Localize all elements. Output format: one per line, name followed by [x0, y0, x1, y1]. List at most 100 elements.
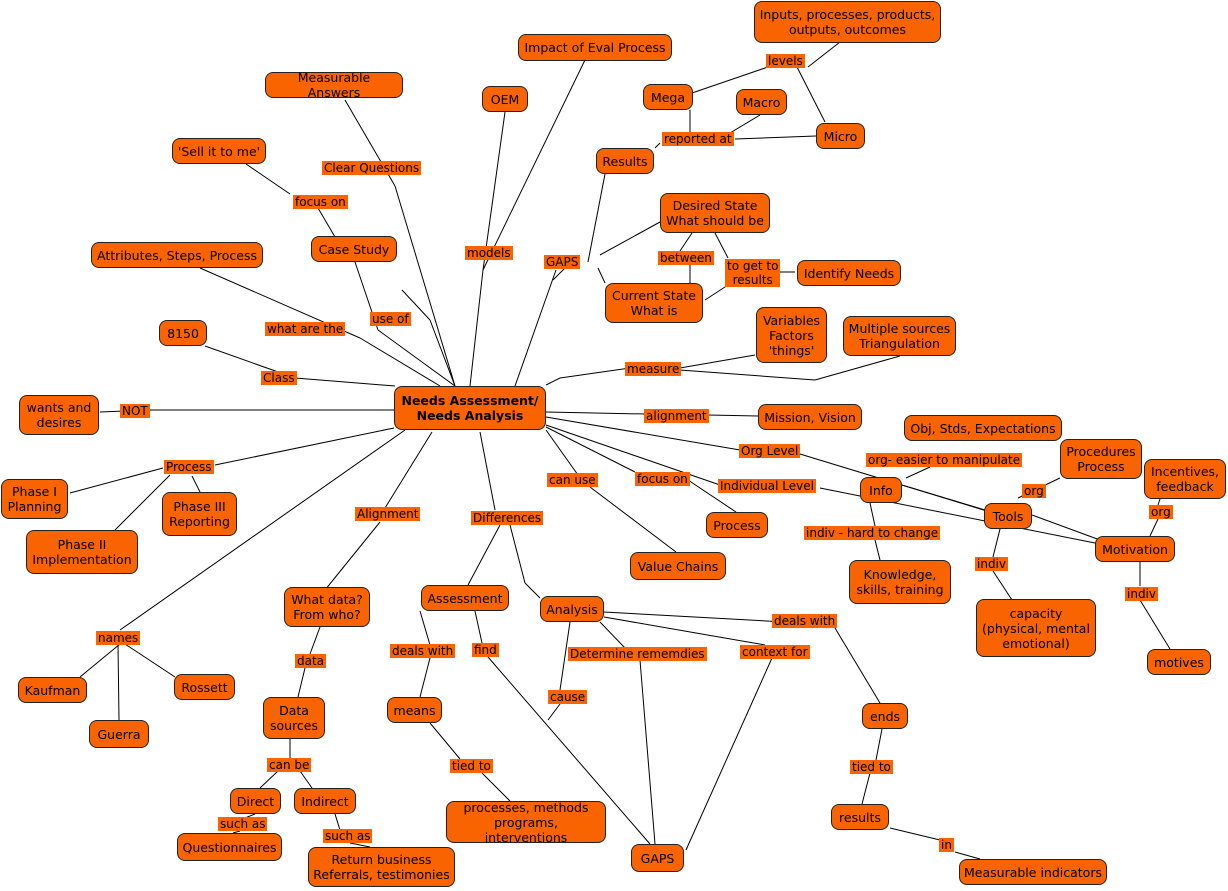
connector-line: [734, 135, 817, 140]
connector-line: [679, 369, 816, 381]
measurable-indicators-node[interactable]: Measurable indicators: [959, 859, 1107, 885]
indirect-node[interactable]: Indirect: [294, 788, 356, 814]
sell-it-to-me-node[interactable]: 'Sell it to me': [172, 138, 266, 164]
link-label-what-are-the: what are the: [265, 322, 346, 336]
knowledge-node[interactable]: Knowledge, skills, training: [849, 560, 951, 604]
connector-line: [119, 429, 406, 631]
connector-line: [191, 475, 201, 493]
rossett-node[interactable]: Rossett: [174, 674, 235, 700]
data-sources-node[interactable]: Data sources: [263, 697, 325, 739]
means-node[interactable]: means: [387, 697, 442, 723]
connector-line: [597, 267, 606, 284]
connector-line: [117, 643, 120, 721]
connector-line: [599, 221, 661, 256]
link-label-indiv-hard: indiv - hard to change: [804, 526, 941, 540]
class-8150-node[interactable]: 8150: [159, 320, 207, 346]
connector-line: [654, 142, 661, 149]
obj-stds-node[interactable]: Obj, Stds, Expectations: [904, 415, 1062, 441]
connector-line: [419, 657, 431, 698]
connector-line: [324, 521, 381, 591]
mission-vision-node[interactable]: Mission, Vision: [758, 404, 862, 430]
capacity-node[interactable]: capacity (physical, mental emotional): [976, 599, 1096, 657]
connector-line: [359, 337, 441, 387]
ends-node[interactable]: ends: [862, 703, 908, 729]
analysis-node[interactable]: Analysis: [540, 596, 604, 622]
current-state-node[interactable]: Current State What is: [605, 283, 703, 323]
impact-eval-node[interactable]: Impact of Eval Process: [518, 34, 672, 61]
incentives-node[interactable]: Incentives, feedback: [1144, 459, 1226, 499]
phase1-node[interactable]: Phase I Planning: [1, 479, 68, 519]
guerra-node[interactable]: Guerra: [89, 720, 149, 748]
gaps-bottom-node[interactable]: GAPS: [631, 844, 684, 872]
return-business-node[interactable]: Return business Referrals, testimonies: [308, 847, 455, 887]
connector-line: [687, 479, 737, 513]
assessment-node[interactable]: Assessment: [421, 585, 509, 611]
connector-line: [559, 367, 631, 379]
connector-line: [334, 813, 341, 831]
phase3-node[interactable]: Phase III Reporting: [162, 492, 237, 536]
connector-line: [547, 703, 561, 721]
results-bottom-node[interactable]: results: [831, 804, 889, 830]
motives-node[interactable]: motives: [1147, 649, 1211, 675]
connector-line: [1031, 514, 1101, 541]
questionnaires-node[interactable]: Questionnaires: [177, 833, 282, 861]
connector-line: [587, 173, 606, 263]
processes-methods-node[interactable]: processes, methods programs, interventio…: [446, 801, 606, 843]
attributes-node[interactable]: Attributes, Steps, Process: [91, 242, 263, 268]
connector-line: [545, 429, 579, 476]
connector-line: [954, 851, 981, 860]
kaufman-node[interactable]: Kaufman: [18, 677, 87, 703]
info-node[interactable]: Info: [860, 477, 902, 503]
link-label-indiv-motivation: indiv: [1125, 587, 1158, 601]
link-label-tied-to-left: tied to: [450, 759, 493, 773]
variables-node[interactable]: Variables Factors 'things': [756, 307, 827, 363]
connector-line: [124, 643, 176, 678]
value-chains-node[interactable]: Value Chains: [630, 552, 726, 580]
connector-line: [79, 643, 121, 678]
link-label-find: find: [472, 643, 499, 657]
connector-line: [834, 627, 881, 704]
macro-node[interactable]: Macro: [736, 89, 787, 115]
connector-line: [874, 539, 881, 561]
direct-node[interactable]: Direct: [230, 788, 281, 814]
link-label-use-of: use of: [370, 312, 411, 326]
connector-line: [232, 830, 241, 834]
procedures-node[interactable]: Procedures Process: [1060, 439, 1142, 479]
measurable-answers-node[interactable]: Measurable Answers: [265, 72, 403, 98]
connector-line: [1149, 518, 1159, 537]
desired-state-node[interactable]: Desired State What should be: [660, 193, 770, 233]
connector-line: [861, 772, 871, 805]
connector-line: [992, 570, 1013, 601]
motivation-node[interactable]: Motivation: [1095, 536, 1175, 562]
link-label-alignment-right: alignment: [644, 409, 709, 423]
inputs-processes-node[interactable]: Inputs, processes, products, outputs, ou…: [754, 1, 941, 43]
link-label-levels: levels: [766, 54, 805, 68]
connector-line: [1139, 599, 1171, 650]
connector-line: [704, 284, 729, 301]
link-label-such-as-direct: such as: [218, 817, 268, 831]
connector-line: [559, 621, 571, 691]
multiple-sources-node[interactable]: Multiple sources Triangulation: [843, 316, 956, 356]
connector-line: [482, 111, 506, 271]
needs-assessment-node[interactable]: Needs Assessment/ Needs Analysis: [394, 386, 546, 430]
link-label-models: models: [465, 246, 513, 260]
tools-node[interactable]: Tools: [984, 503, 1032, 529]
connector-line: [479, 431, 496, 511]
case-study-node[interactable]: Case Study: [311, 236, 397, 262]
link-label-org-level: Org Level: [739, 444, 801, 458]
connector-line: [599, 621, 626, 649]
mega-node[interactable]: Mega: [643, 84, 693, 110]
connector-line: [297, 667, 306, 698]
micro-node[interactable]: Micro: [816, 123, 865, 149]
process-node[interactable]: Process: [706, 512, 768, 538]
connector-line: [905, 466, 931, 479]
wants-desires-node[interactable]: wants and desires: [19, 395, 99, 435]
phase2-node[interactable]: Phase II Implementation: [26, 530, 138, 574]
identify-needs-node[interactable]: Identify Needs: [797, 260, 901, 286]
what-data-node[interactable]: What data? From who?: [284, 587, 370, 627]
connector-line: [685, 657, 773, 851]
connector-line: [545, 416, 741, 451]
oem-node[interactable]: OEM: [482, 86, 528, 112]
connector-line: [482, 59, 586, 271]
results-top-node[interactable]: Results: [596, 148, 654, 174]
